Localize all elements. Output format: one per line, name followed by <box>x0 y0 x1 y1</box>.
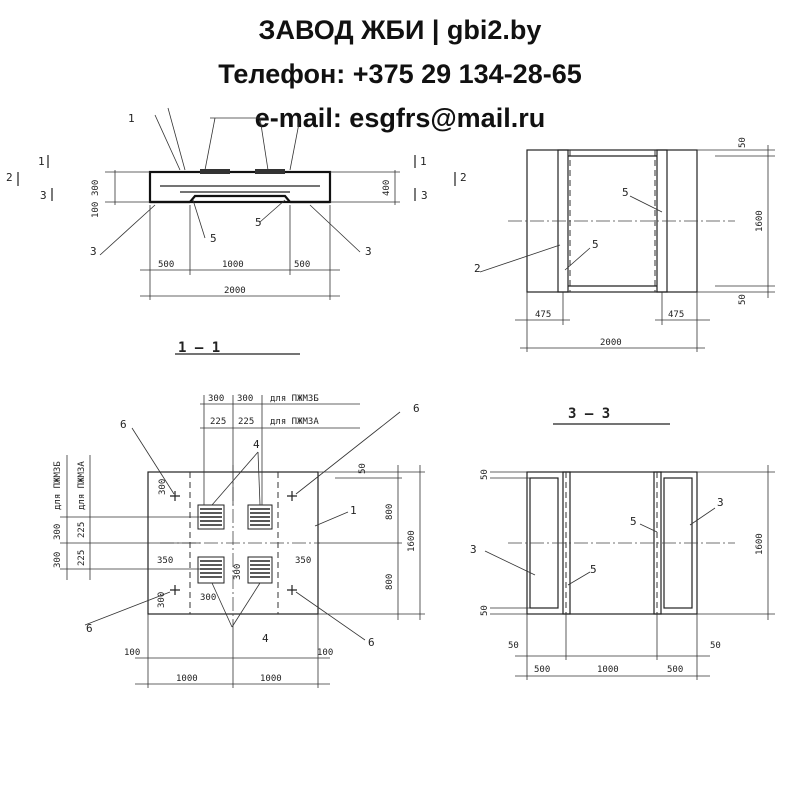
dim-2000-b: 2000 <box>600 338 622 348</box>
label-5-f: 5 <box>590 563 597 576</box>
label-6-b: 6 <box>413 402 420 415</box>
dim-1600-33: 1600 <box>755 533 765 555</box>
dim-300-left-a: 300 <box>53 524 63 540</box>
bottom-left-plan-view: 6 6 6 6 4 4 1 300 300 для ПЖМ3Б 225 225 … <box>53 394 425 688</box>
dim-800-a: 800 <box>385 504 395 520</box>
dim-50-tr-top: 50 <box>738 137 748 148</box>
note-pzhm3a-left: для ПЖМ3А <box>77 461 87 510</box>
dim-400: 400 <box>382 180 392 196</box>
section-mark-2-right: 2 <box>460 171 467 184</box>
dim-500-33-a: 500 <box>534 665 550 675</box>
label-1-plan: 1 <box>350 504 357 517</box>
label-3-right: 3 <box>365 245 372 258</box>
label-2: 2 <box>474 262 481 275</box>
loop-mark-2 <box>287 491 297 501</box>
dim-1600-bl: 1600 <box>407 530 417 552</box>
label-3-left-33: 3 <box>470 543 477 556</box>
dim-800-b: 800 <box>385 574 395 590</box>
label-5-d: 5 <box>622 186 629 199</box>
dim-50-33-top: 50 <box>480 469 490 480</box>
dim-100-bottom-a: 100 <box>124 648 140 658</box>
dim-500-a: 500 <box>158 260 174 270</box>
note-pzhm3b-left: для ПЖМ3Б <box>53 461 63 510</box>
embedded-part-left <box>200 169 230 174</box>
label-4-bottom: 4 <box>262 632 269 645</box>
label-3-left: 3 <box>90 245 97 258</box>
label-6-d: 6 <box>368 636 375 649</box>
dim-300-inner-b: 300 <box>233 564 243 580</box>
note-pzhm3b-top: для ПЖМ3Б <box>270 394 319 404</box>
dim-475-right: 475 <box>668 310 684 320</box>
embedded-plate-1 <box>197 504 225 530</box>
dim-1000-a: 1000 <box>222 260 244 270</box>
dim-225-left-a: 225 <box>77 522 87 538</box>
section-mark-1-right: 1 <box>420 155 427 168</box>
label-3-right-33: 3 <box>717 496 724 509</box>
embedded-plate-4 <box>247 556 273 584</box>
dim-300-inner-a: 300 <box>158 479 168 495</box>
header-phone-line: Телефон: +375 29 134-28-65 <box>218 59 582 89</box>
dim-300-inner-d: 300 <box>157 592 167 608</box>
dim-50-bl-top: 50 <box>358 463 368 474</box>
dim-350-inner-b: 350 <box>295 556 311 566</box>
dim-50-33-br: 50 <box>710 641 721 651</box>
embedded-plate-3 <box>197 556 225 584</box>
section-mark-3-right: 3 <box>421 189 428 202</box>
header-company-line: ЗАВОД ЖБИ | gbi2.by <box>258 15 542 45</box>
dim-1000-33: 1000 <box>597 665 619 675</box>
note-pzhm3a-top: для ПЖМ3А <box>270 417 319 427</box>
dim-225-top-a: 225 <box>210 417 226 427</box>
dim-350-inner-a: 350 <box>157 556 173 566</box>
dim-50-tr-bottom: 50 <box>738 294 748 305</box>
label-4-top: 4 <box>253 438 260 451</box>
label-6-a: 6 <box>120 418 127 431</box>
dim-50-33-bottom: 50 <box>480 605 490 616</box>
section-mark-1-left: 1 <box>38 155 45 168</box>
dim-100-bottom-b: 100 <box>317 648 333 658</box>
label-5-c: 5 <box>592 238 599 251</box>
header: ЗАВОД ЖБИ | gbi2.by Телефон: +375 29 134… <box>0 8 800 140</box>
loop-mark-4 <box>287 585 297 595</box>
dim-500-33-b: 500 <box>667 665 683 675</box>
section-title-3-3: 3 — 3 <box>568 406 610 422</box>
dim-300-top-a: 300 <box>208 394 224 404</box>
section-mark-3-left: 3 <box>40 189 47 202</box>
dim-300-top-b: 300 <box>237 394 253 404</box>
dim-225-top-b: 225 <box>238 417 254 427</box>
dim-1000-b: 1000 <box>176 674 198 684</box>
dim-2000-a: 2000 <box>224 286 246 296</box>
top-right-plan-view: 2 5 5 50 1600 50 475 475 2000 <box>474 137 775 352</box>
loop-mark-1 <box>170 491 180 501</box>
header-email-line: e-mail: esgfrs@mail.ru <box>254 103 546 133</box>
embedded-part-right <box>255 169 285 174</box>
dim-100-left: 100 <box>91 202 101 218</box>
section-mark-2-left: 2 <box>6 171 13 184</box>
dim-1000-c: 1000 <box>260 674 282 684</box>
dim-1600-tr: 1600 <box>755 210 765 232</box>
label-5-a: 5 <box>210 232 217 245</box>
dim-500-b: 500 <box>294 260 310 270</box>
label-1: 1 <box>128 112 135 125</box>
dim-300-left-b: 300 <box>53 552 63 568</box>
dim-225-left-b: 225 <box>77 550 87 566</box>
label-6-c: 6 <box>86 622 93 635</box>
slab-outline <box>148 170 332 204</box>
label-5-b: 5 <box>255 216 262 229</box>
loop-mark-3 <box>170 585 180 595</box>
dim-50-33-bl: 50 <box>508 641 519 651</box>
dim-475-left: 475 <box>535 310 551 320</box>
embedded-plate-2 <box>247 504 273 530</box>
side-elevation-view: 1 3 3 5 5 1 2 3 1 2 3 300 100 400 <box>6 107 467 356</box>
section-title-1-1: 1 — 1 <box>178 340 220 356</box>
dim-300-inner-c: 300 <box>200 593 216 603</box>
section-3-3-view: 3 — 3 3 3 5 5 50 50 1600 <box>470 406 775 680</box>
dim-300-left: 300 <box>91 180 101 196</box>
label-5-e: 5 <box>630 515 637 528</box>
